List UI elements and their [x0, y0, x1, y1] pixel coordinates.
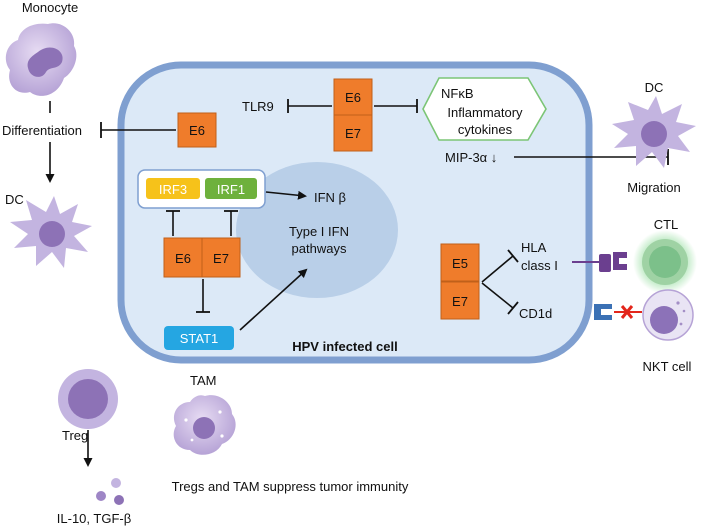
tam-label: TAM — [190, 373, 216, 388]
suppression-caption: Tregs and TAM suppress tumor immunity — [172, 479, 409, 494]
cd1d-label: CD1d — [519, 306, 552, 321]
cytokines-label: IL-10, TGF-β — [57, 511, 131, 526]
hla-inhibition-line — [481, 255, 514, 283]
dc-left-label: DC — [5, 192, 24, 207]
irf3-label: IRF3 — [159, 182, 187, 197]
cytokines-label: cytokines — [458, 122, 513, 137]
ifn-beta-arrow — [265, 190, 307, 200]
cd1d-inhibition-line — [481, 282, 514, 309]
e7-right-box — [440, 281, 480, 320]
e6-diff-box — [177, 112, 217, 148]
dendritic-cell-icon — [612, 96, 696, 168]
pathways-label: pathways — [292, 241, 347, 256]
differentiation-label: Differentiation — [2, 123, 82, 138]
hla-receptor-icon — [599, 252, 627, 272]
e7-mid-label: E7 — [213, 251, 229, 266]
migration-label: Migration — [627, 180, 680, 195]
dc-right-label: DC — [645, 80, 664, 95]
cd1d-receptor-icon — [594, 304, 612, 320]
cd1d-inhibition-bar — [507, 301, 519, 315]
e5-box — [440, 243, 480, 282]
ifn-beta-label: IFN β — [314, 190, 346, 205]
stat1-label: STAT1 — [180, 331, 219, 346]
nkt-cell-icon — [642, 289, 694, 341]
ctl-icon — [633, 230, 697, 294]
e7-right-label: E7 — [452, 294, 468, 309]
irf1-box — [205, 178, 257, 199]
treg-icon — [58, 369, 118, 429]
monocyte-label: Monocyte — [22, 0, 78, 15]
e6-mid-label: E6 — [175, 251, 191, 266]
nkt-label: NKT cell — [643, 359, 692, 374]
irf3-box — [146, 178, 200, 199]
e6-diff-label: E6 — [189, 123, 205, 138]
cytokine-dots — [96, 478, 124, 505]
tam-icon — [173, 395, 236, 455]
e7-mid-box — [201, 237, 241, 278]
e5-label: E5 — [452, 256, 468, 271]
e6-mid-box — [163, 237, 203, 278]
class-i-label: class I — [521, 258, 558, 273]
treg-label: Treg — [62, 428, 88, 443]
type1-ifn-label: Type I IFN — [289, 224, 349, 239]
ctl-label: CTL — [654, 217, 679, 232]
monocyte-icon — [5, 23, 77, 96]
e7-top-label: E7 — [345, 126, 361, 141]
nfkb-label: NFκB — [441, 86, 474, 101]
tlr9-label: TLR9 — [242, 99, 274, 114]
stat1-to-ifn-arrow — [239, 268, 308, 331]
nucleus — [236, 162, 398, 298]
nfkb-hexagon — [422, 77, 547, 141]
e6-top-box — [333, 78, 373, 116]
e6-top-label: E6 — [345, 90, 361, 105]
hla-inhibition-bar — [507, 249, 519, 263]
dendritic-cell-icon — [10, 196, 92, 268]
inflammatory-label: Inflammatory — [447, 105, 523, 120]
irf1-label: IRF1 — [217, 182, 245, 197]
infected-cell-label: HPV infected cell — [292, 339, 397, 354]
e7-top-box — [333, 114, 373, 152]
mip3a-label: MIP-3α ↓ — [445, 150, 497, 165]
hla-label: HLA — [521, 240, 547, 255]
blocked-x-icon — [620, 305, 634, 319]
stat1-box — [164, 326, 234, 350]
